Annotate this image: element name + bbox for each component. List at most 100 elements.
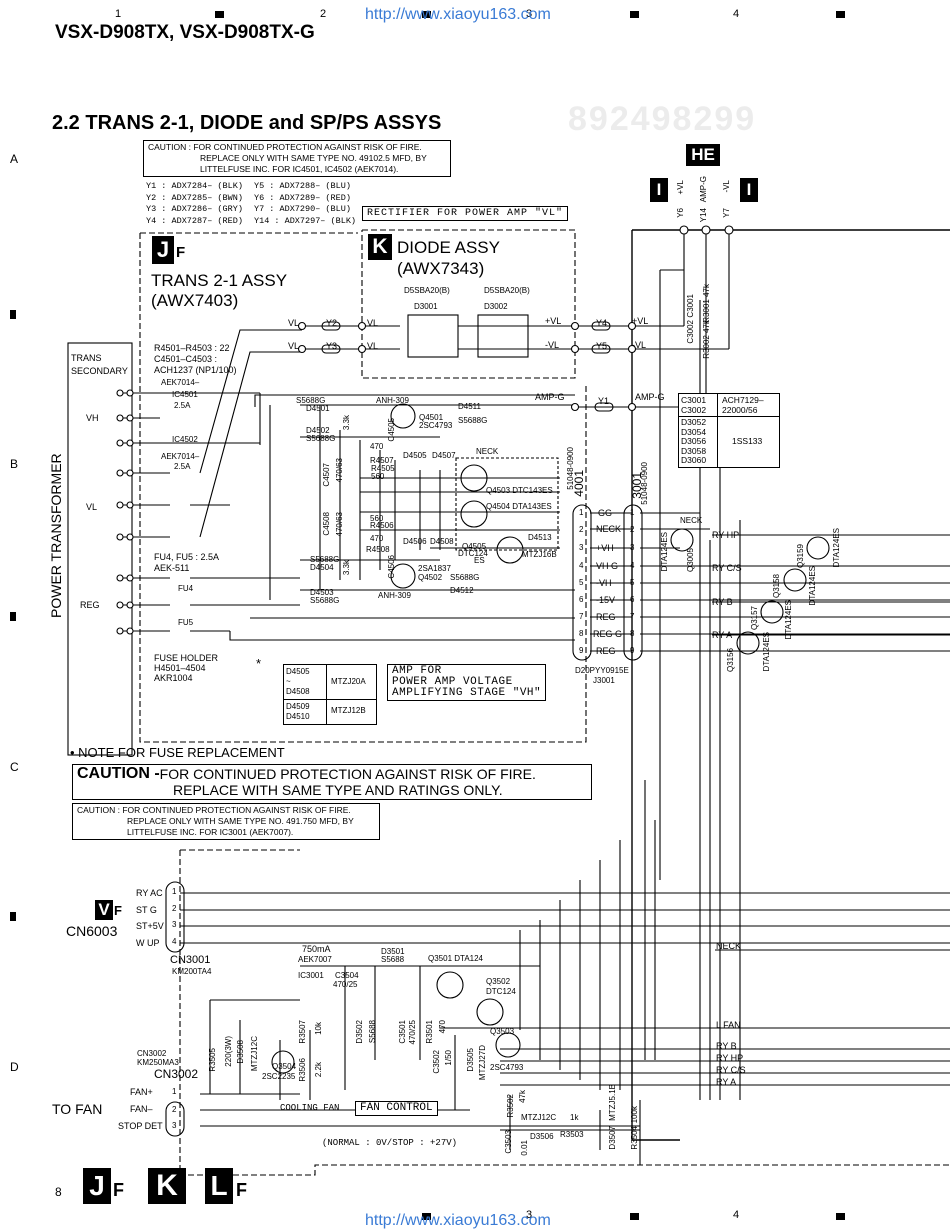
cn6003-num-4: 4	[172, 937, 177, 946]
rail-vl-3: VL	[367, 318, 379, 328]
r3505-value: 220(3W)	[224, 1036, 233, 1067]
resistor-note: R4501–R4503 : 22 C4501–C4503 : ACH1237 (…	[154, 343, 237, 376]
pin-num-4001-1: 1	[579, 508, 584, 517]
caution-top-line-3: LITTELFUSE INC. FOR IC4501, IC4502 (AEK7…	[200, 164, 399, 174]
wire-color-y2: Y2 : ADX7285– (BWN)	[146, 192, 243, 203]
capacitor-table: C3001 C3002 ACH7129– 22000/56 D3052 D305…	[678, 393, 780, 468]
cn3002-title: CN3002	[137, 1049, 167, 1058]
part-d4503: D4503	[310, 588, 334, 597]
wire-y3: Y3	[326, 341, 338, 351]
caution-top-line-2: REPLACE ONLY WITH SAME TYPE NO. 49102.5 …	[200, 153, 427, 163]
wire-color-y7: Y7 : ADX7290– (BLU)	[254, 204, 351, 214]
pin-num-3001-7: 7	[630, 612, 635, 621]
fuse-aek7007: AEK7007	[298, 955, 332, 964]
part-d4503-type: S5688G	[310, 596, 340, 605]
pin-num-4001-4: 4	[579, 561, 584, 570]
cap-c3001-value: ACH7129–	[722, 395, 764, 405]
part-q4505-type: DTC124	[458, 549, 488, 558]
cn6003-pin-2: ST G	[136, 905, 157, 915]
part-q3158: Q3158	[772, 574, 781, 599]
d3501-type: S5688	[381, 955, 405, 964]
diode-d3060: D3060	[681, 455, 707, 465]
rail-vl-2: VL	[288, 341, 300, 351]
wire-color-y14: Y14 : ADX7297– (BLK)	[254, 215, 357, 226]
part-c4507: C4507	[322, 463, 331, 487]
part-q4505-es: ES	[474, 556, 485, 565]
pin-minus-vh: -VH	[596, 578, 612, 588]
fuse-fu5: FU5	[178, 618, 194, 627]
fan-plus: FAN+	[130, 1087, 153, 1097]
amp-stage-box: AMP FOR POWER AMP VOLTAGE AMPLIFYING STA…	[387, 664, 547, 701]
c3501-label: C3501	[398, 1020, 407, 1044]
pin-num-4001-8: 8	[579, 629, 584, 638]
trans-assy-name: TRANS 2-1 ASSY	[151, 271, 288, 290]
to-fan-label: TO FAN	[52, 1101, 103, 1117]
k-footer-badge: K	[148, 1168, 186, 1204]
connector-3001-ref: 3001	[630, 472, 644, 499]
column-number-2: 2	[320, 8, 327, 20]
resistor-note-line-2: C4501–C4503 :	[154, 354, 218, 364]
part-d4508: D4508	[430, 537, 454, 546]
part-c4505: C4505	[387, 418, 396, 442]
column-number-1: 1	[115, 8, 122, 20]
terminal-y7: Y7	[722, 208, 731, 218]
cap-c3002-value: 22000/56	[722, 405, 758, 415]
terminal-y14-signal: AMP-G	[699, 176, 708, 203]
signal-l-fan: L FAN	[716, 1020, 741, 1030]
q3504-type: 2SC2235	[262, 1072, 296, 1081]
fuse-fu4-fu5-rating: FU4, FU5 : 2.5A	[154, 552, 220, 562]
r3503-value: 1k	[570, 1113, 579, 1122]
row-letter-d: D	[10, 1060, 19, 1074]
part-q3158-type: DTA124ES	[808, 566, 817, 606]
part-q3156-type: DTA124ES	[762, 632, 771, 672]
resistor-note-line-1: R4501–R4503 : 22	[154, 343, 230, 353]
pin-reg: REG	[596, 612, 616, 622]
cn6003-label: CN6003	[66, 923, 118, 939]
part-q3159-type: DTA124ES	[832, 528, 841, 568]
column-marker-bottom	[836, 1213, 845, 1220]
part-d4501-type: S5688G	[296, 396, 326, 405]
diode-ref-d3001: D3001	[414, 302, 438, 311]
pin-num-3001-2: 2	[630, 525, 635, 534]
cn6003-num-3: 3	[172, 920, 177, 929]
pin-num-4001-5: 5	[579, 578, 584, 587]
wire-color-y3: Y3 : ADX7286– (GRY)	[146, 204, 243, 214]
trans-secondary-line-1: TRANS	[71, 353, 102, 363]
tap-vl: VL	[86, 502, 98, 512]
res-r3001-label: R3001 47k	[702, 284, 711, 323]
part-c4508: C4508	[322, 512, 331, 536]
caution-mid-line-1: CAUTION : FOR CONTINUED PROTECTION AGAIN…	[77, 805, 351, 815]
rail-amp-g-2: AMP-G	[635, 392, 665, 402]
model-title: VSX-D908TX, VSX-D908TX-G	[55, 22, 315, 43]
cn3002-sub: KM250MA3	[137, 1058, 179, 1067]
diode-d3052: D3052	[681, 417, 707, 427]
wire-color-y4: Y4 : ADX7287– (RED)	[146, 215, 243, 226]
d3501-label: D3501	[381, 947, 405, 956]
jf-assy-badge: J	[152, 236, 174, 264]
q3501-label: Q3501 DTA124	[428, 954, 483, 963]
he-assy-badge: HE	[686, 144, 720, 166]
part-q4501-type: 2SC4793	[419, 421, 453, 430]
power-transformer-label: POWER TRANSFORMER	[48, 453, 64, 618]
caution-top-line-1: CAUTION : FOR CONTINUED PROTECTION AGAIN…	[148, 142, 422, 152]
rail-plus-vl-1: +VL	[545, 316, 562, 326]
trans-secondary-label: TRANS SECONDARY	[71, 352, 128, 378]
tap-reg: REG	[80, 600, 100, 610]
part-q3005: Q3005	[686, 548, 695, 573]
part-q3005-type: DTA124ES	[660, 532, 669, 572]
part-d4502: D4502	[306, 426, 330, 435]
wire-y4: Y4	[596, 318, 608, 328]
cap-c3002: C3002	[681, 405, 707, 415]
pin-num-3001-6: 6	[630, 595, 635, 604]
pin-num-3001-5: 5	[630, 578, 635, 587]
pin-num-3001-9: 9	[630, 646, 635, 655]
connector-4001-ref: 4001	[572, 470, 586, 497]
cn3002-label: CN3002	[154, 1067, 199, 1081]
r3504-value: 100k	[630, 1106, 639, 1124]
zener-d4509: D4509	[286, 702, 310, 711]
part-d4501: D4501	[306, 404, 330, 413]
fuse-ic4502-part: AEK7014–	[161, 452, 200, 461]
cn6003-num-1: 1	[172, 887, 177, 896]
